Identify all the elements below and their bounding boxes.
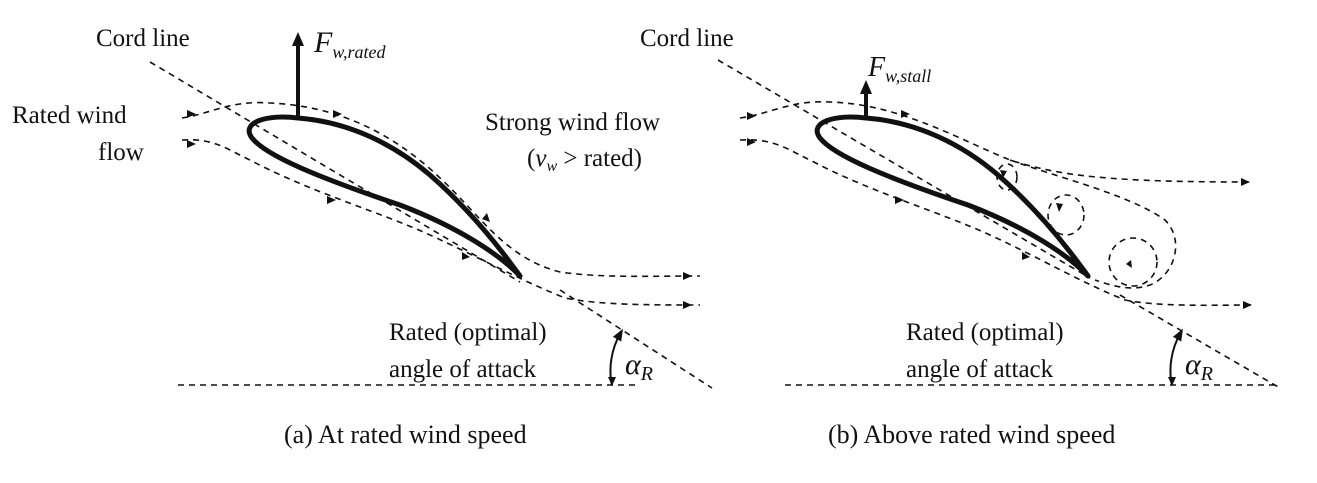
angle-arrowhead-b-bottom: [1168, 377, 1176, 386]
vortex-medium-b: [1047, 194, 1085, 236]
cord-extension-a: [559, 289, 713, 389]
flow-arrow-a1: [187, 110, 196, 118]
flow-arrow-b2: [747, 138, 756, 146]
wake-envelope-b: [1009, 159, 1177, 289]
flow-arrow-a2: [187, 140, 196, 148]
flow-arrow-a4: [482, 213, 490, 222]
panel-a: Cord line Fw,rated Rated wind flow Rated…: [12, 25, 713, 449]
flow-label-b-line2: (vw > rated): [527, 145, 642, 175]
vortex-arrow-3: [1126, 260, 1132, 268]
flow-label-b-line1: Strong wind flow: [485, 109, 660, 136]
airfoil-a: [246, 114, 523, 279]
angle-label-a-line2: angle of attack: [389, 356, 537, 383]
flow-arrow-a5: [327, 196, 336, 204]
flow-arrow-b1: [747, 112, 756, 120]
upper-streamline-b: [739, 101, 1251, 183]
vortex-small-b: [996, 163, 1018, 191]
cord-extension-b: [1119, 294, 1281, 389]
airfoil-b: [814, 114, 1091, 279]
force-label-a: Fw,rated: [313, 26, 386, 62]
force-label-b: Fw,stall: [867, 52, 931, 86]
cord-line-label-b: Cord line: [640, 25, 734, 52]
flow-label-a-line2: flow: [98, 139, 144, 166]
upper-streamline-a: [181, 101, 701, 278]
alpha-label-b: αR: [1185, 348, 1213, 385]
flow-arrow-b4: [895, 196, 904, 204]
cord-line-b: [717, 59, 1091, 279]
flow-arrow-b5: [1022, 252, 1030, 260]
cord-line-label-a: Cord line: [96, 25, 190, 52]
alpha-label-a: αR: [625, 348, 653, 385]
force-arrowhead-a: [292, 32, 304, 46]
vortex-large-b: [1108, 237, 1158, 287]
flow-label-a-line1: Rated wind: [12, 102, 127, 129]
caption-b: (b) Above rated wind speed: [828, 420, 1115, 449]
lower-streamline-b: [739, 139, 1256, 307]
flow-arrow-b7: [1243, 301, 1252, 309]
flow-arrow-a8: [683, 301, 692, 309]
flow-arrow-a7: [683, 272, 692, 280]
angle-label-b-line1: Rated (optimal): [906, 319, 1064, 346]
flow-arrow-a3: [333, 110, 342, 118]
vortex-arrow-2: [1056, 203, 1063, 212]
vortex-arrow-1: [1000, 170, 1007, 178]
cord-line-a: [149, 61, 521, 283]
flow-arrow-b6: [1241, 178, 1250, 186]
angle-label-b-line2: angle of attack: [906, 356, 1054, 383]
angle-arrowhead-a-bottom: [608, 377, 616, 386]
angle-label-a-line1: Rated (optimal): [389, 319, 547, 346]
flow-arrow-b3: [901, 110, 910, 118]
force-arrowhead-b: [860, 80, 872, 94]
panel-b: Cord line Fw,stall Strong wind flow (vw …: [485, 25, 1281, 449]
caption-a: (a) At rated wind speed: [284, 420, 527, 449]
lower-streamline-a: [181, 139, 701, 306]
flow-arrow-a6: [462, 252, 470, 260]
